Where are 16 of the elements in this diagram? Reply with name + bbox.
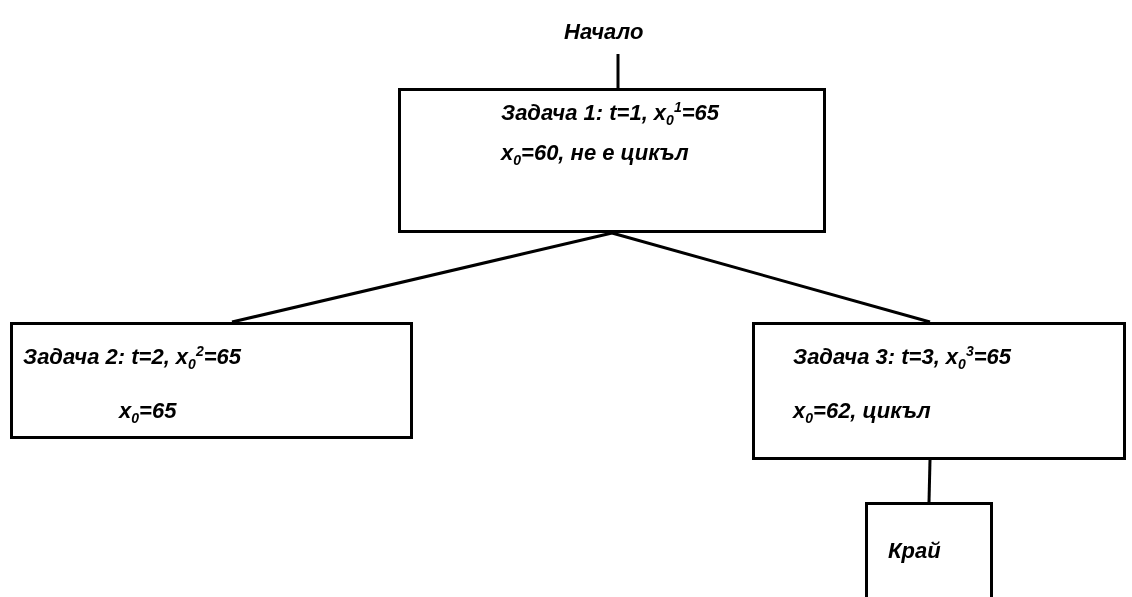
- process-box: [10, 322, 413, 439]
- box-text: Задача 1: t=1, x$_{0}$$^{1}$=65: [501, 99, 719, 127]
- box-text: Задача 2: t=2, x$_{0}$$^{2}$=65: [23, 343, 241, 371]
- box-text: x$_{0}$=62, цикъл: [793, 397, 931, 425]
- box-text: x$_{0}$=65: [119, 397, 177, 425]
- box-text: Край: [888, 537, 941, 565]
- box-text: x$_{0}$=60, не е цикъл: [501, 139, 689, 167]
- connector-line: [231, 231, 613, 324]
- connector-line: [611, 231, 931, 324]
- start-label: Начало: [564, 18, 644, 46]
- end-box: [865, 502, 993, 597]
- box-text: Задача 3: t=3, x$_{0}$$^{3}$=65: [793, 343, 1011, 371]
- process-box: [398, 88, 826, 233]
- connector-line: [616, 54, 620, 88]
- connector-line: [927, 459, 932, 503]
- process-box: [752, 322, 1126, 460]
